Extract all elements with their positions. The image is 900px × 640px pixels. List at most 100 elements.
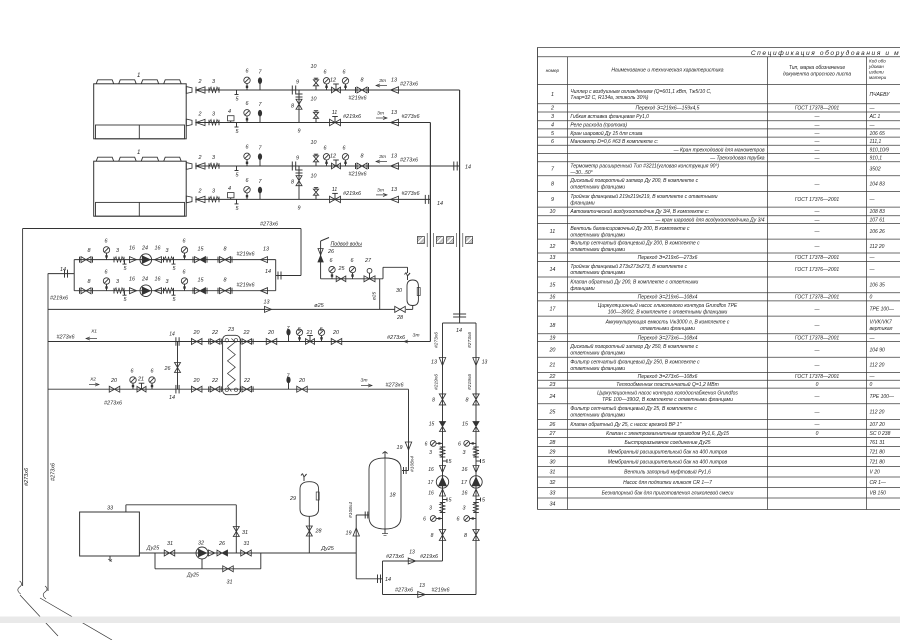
svg-text:22: 22 (211, 378, 218, 384)
svg-text:Реле расхода (протока): Реле расхода (протока) (570, 123, 627, 129)
svg-text:100—390/2, В комплекте с ответ: 100—390/2, В комплекте с ответными фланц… (608, 310, 728, 316)
svg-text:17: 17 (461, 480, 468, 486)
svg-text:14: 14 (385, 577, 391, 583)
svg-text:31: 31 (244, 541, 250, 547)
svg-text:8: 8 (431, 533, 434, 539)
svg-text:1: 1 (551, 92, 554, 98)
svg-text:6: 6 (324, 70, 327, 76)
svg-text:6: 6 (343, 146, 346, 152)
svg-text:ответными фланцами: ответными фланцами (640, 326, 695, 332)
svg-text:6: 6 (246, 101, 249, 107)
svg-text:Циркуляционный насос гликолево: Циркуляционный насос гликолевого контура… (598, 302, 738, 309)
svg-text:5: 5 (124, 297, 128, 303)
svg-text:5: 5 (482, 459, 486, 465)
svg-text:#108x4: #108x4 (410, 456, 416, 472)
svg-text:14: 14 (265, 269, 271, 275)
svg-text:6: 6 (324, 146, 327, 152)
svg-text:—: — (814, 244, 821, 250)
svg-text:Ду25: Ду25 (146, 546, 161, 552)
svg-text:Насос для подпитки гликоля CR: Насос для подпитки гликоля CR 1—7 (623, 480, 712, 486)
svg-text:ГОСТ 17376—2001: ГОСТ 17376—2001 (795, 267, 840, 273)
svg-text:—: — (869, 267, 876, 273)
svg-text:9: 9 (551, 197, 554, 203)
svg-text:0: 0 (816, 382, 819, 388)
svg-text:107 20: 107 20 (870, 422, 886, 428)
svg-text:Переход Э=219х6—108х4: Переход Э=219х6—108х4 (638, 295, 698, 301)
svg-text:Ду25: Ду25 (320, 546, 335, 552)
svg-text:3: 3 (551, 114, 554, 120)
svg-text:#273x6: #273x6 (260, 222, 279, 228)
svg-text:5: 5 (449, 498, 453, 504)
svg-text:6: 6 (351, 258, 354, 264)
svg-text:—: — (869, 255, 876, 261)
svg-text:31: 31 (227, 580, 233, 586)
svg-text:6: 6 (320, 327, 323, 333)
svg-text:5: 5 (124, 266, 128, 272)
svg-text:9: 9 (298, 129, 301, 135)
svg-text:6: 6 (457, 517, 460, 523)
svg-text:ГОСТ 17378—2001: ГОСТ 17378—2001 (795, 106, 840, 112)
svg-text:22: 22 (243, 330, 250, 336)
svg-text:14: 14 (60, 267, 66, 273)
svg-text:Подвод воды: Подвод воды (331, 242, 363, 248)
svg-text:2: 2 (198, 155, 202, 161)
svg-text:1: 1 (137, 150, 140, 156)
svg-text:6: 6 (105, 270, 108, 276)
svg-text:—30...50°: —30...50° (569, 170, 592, 176)
svg-text:22: 22 (211, 330, 218, 336)
svg-text:20: 20 (298, 378, 305, 384)
svg-text:16: 16 (155, 246, 161, 252)
svg-text:31: 31 (242, 530, 248, 536)
svg-text:ГОСТ 17376—2001: ГОСТ 17376—2001 (795, 197, 840, 203)
svg-text:— Трехходовая трубка: — Трехходовая трубка (709, 156, 765, 162)
svg-text:28: 28 (548, 440, 555, 446)
svg-text:14: 14 (169, 395, 175, 401)
svg-text:16: 16 (428, 491, 434, 497)
svg-text:9: 9 (298, 205, 301, 211)
svg-text:15: 15 (429, 422, 435, 428)
svg-text:Теплообменник пластинчатый Q=1: Теплообменник пластинчатый Q=1,2 МВт (616, 381, 719, 388)
svg-text:8: 8 (361, 154, 364, 160)
svg-text:8: 8 (551, 181, 554, 187)
svg-text:—: — (814, 422, 821, 428)
svg-text:13: 13 (264, 300, 270, 306)
svg-text:Клапан с электромагнитным прив: Клапан с электромагнитным приводом Ру1,6… (606, 431, 729, 437)
svg-text:112 20: 112 20 (870, 363, 885, 369)
svg-text:Фильтр сетчатый фланцевый Ду 2: Фильтр сетчатый фланцевый Ду 200, В комп… (570, 240, 700, 247)
svg-text:V 20: V 20 (870, 470, 881, 476)
svg-text:ответными фланцами: ответными фланцами (570, 350, 625, 356)
svg-text:3: 3 (212, 155, 215, 161)
svg-text:13: 13 (419, 583, 425, 589)
svg-text:ГОСТ 17378—2001: ГОСТ 17378—2001 (795, 374, 840, 380)
svg-text:7: 7 (259, 146, 263, 152)
svg-text:5: 5 (173, 266, 177, 272)
svg-text:— кран шаровой для воздухоотво: — кран шаровой для воздухоотводчика Ду 3… (654, 216, 764, 223)
svg-text:Быстроразъемное соединение Ду2: Быстроразъемное соединение Ду25 (624, 440, 710, 446)
svg-text:8: 8 (291, 103, 294, 109)
svg-text:Переход Э=219х6—159х4,5: Переход Э=219х6—159х4,5 (636, 106, 700, 112)
svg-text:—: — (869, 106, 876, 112)
svg-text:ГОСТ 17378—2001: ГОСТ 17378—2001 (795, 336, 840, 342)
svg-text:14: 14 (465, 165, 471, 171)
svg-text:ГОСТ 17378—2001: ГОСТ 17378—2001 (795, 295, 840, 301)
svg-text:3: 3 (463, 450, 466, 456)
svg-text:Код обо: Код обо (869, 58, 886, 63)
svg-text:16: 16 (549, 295, 555, 301)
svg-text:24: 24 (141, 246, 148, 252)
svg-text:#273x6: #273x6 (51, 462, 57, 481)
svg-text:документа опросного листа: документа опросного листа (783, 71, 852, 77)
svg-text:6: 6 (183, 239, 186, 245)
svg-text:9: 9 (296, 80, 299, 86)
svg-text:19: 19 (397, 445, 403, 451)
svg-text:Наименование и техническая хар: Наименование и техническая характеристик… (611, 68, 723, 74)
svg-text:0: 0 (816, 431, 819, 437)
svg-text:910,1: 910,1 (870, 156, 883, 162)
svg-text:Клапан обратный Ду 200, В комп: Клапан обратный Ду 200, В комплекте с от… (570, 278, 698, 285)
svg-text:—: — (814, 114, 821, 120)
svg-text:7: 7 (259, 102, 263, 108)
svg-text:12: 12 (330, 154, 336, 160)
svg-text:10: 10 (549, 209, 555, 215)
svg-text:Спецификация оборудования и ма: Спецификация оборудования и материалов (751, 49, 900, 57)
svg-text:26: 26 (218, 541, 225, 547)
svg-text:8: 8 (432, 398, 435, 404)
